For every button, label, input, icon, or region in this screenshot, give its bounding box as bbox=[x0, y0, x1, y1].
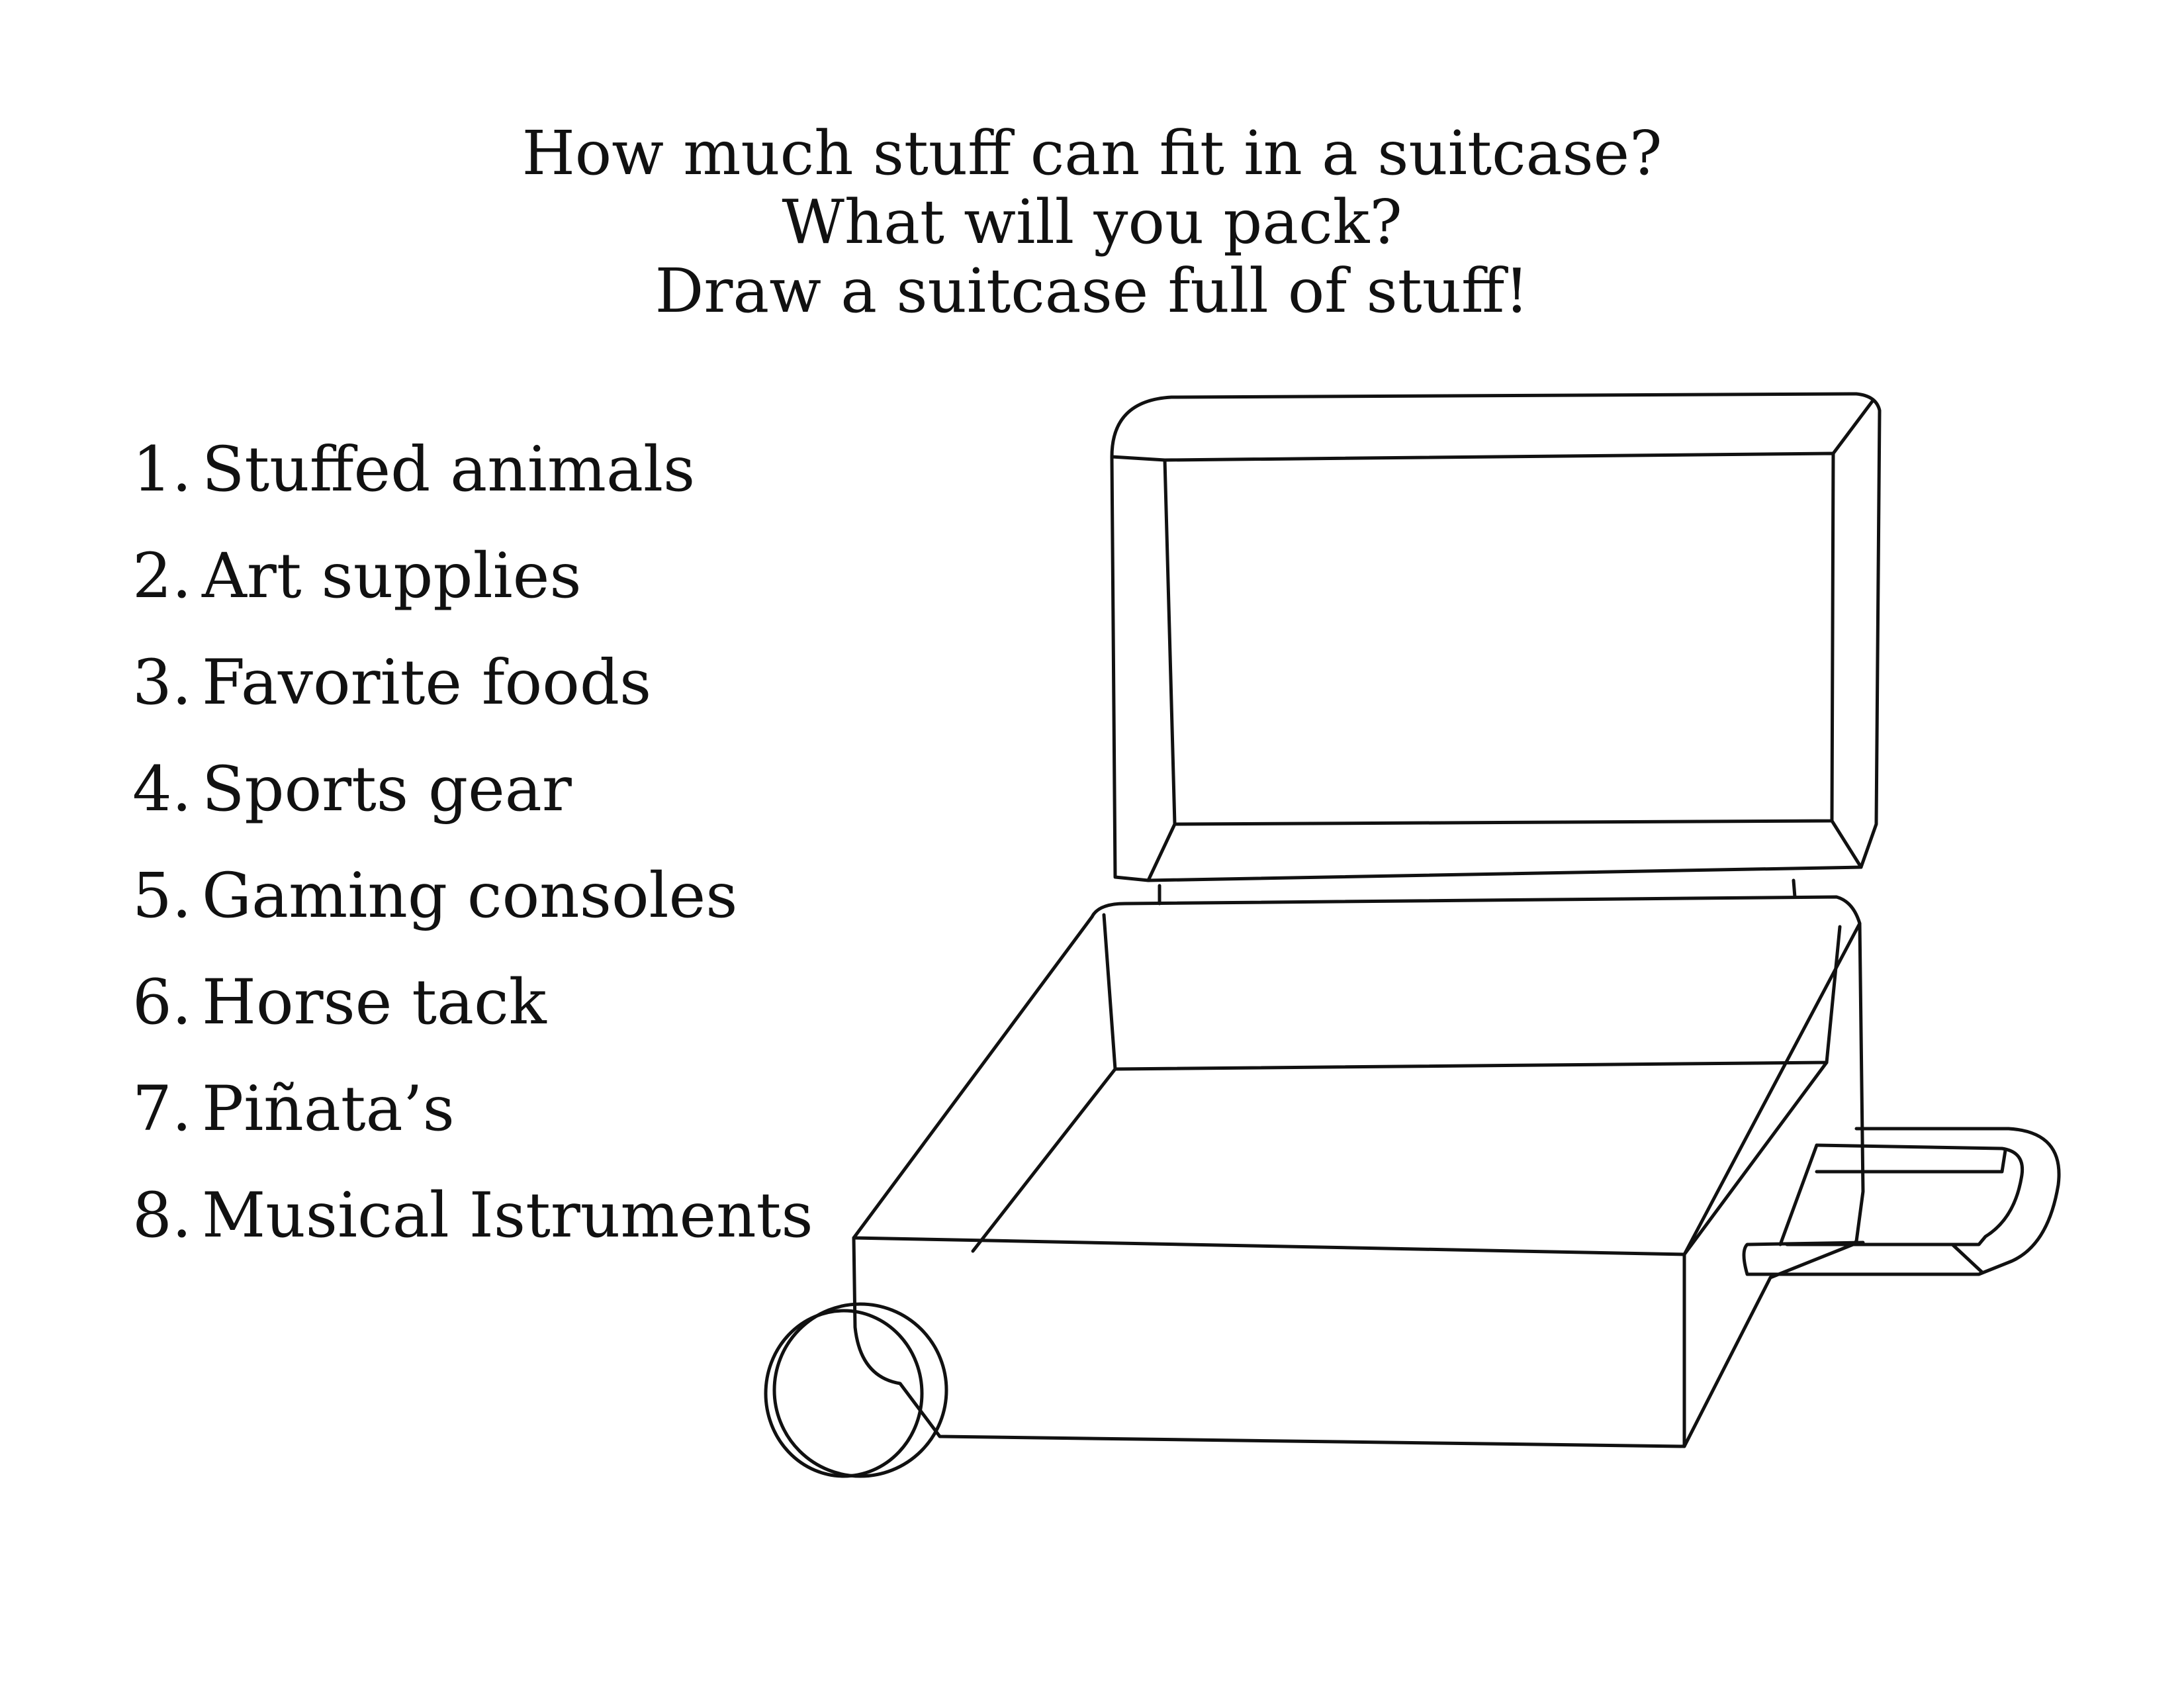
list-item-number: 8. bbox=[132, 1180, 192, 1252]
list-item: 6.Horse tack bbox=[132, 963, 813, 1070]
list-item-label: Art supplies bbox=[202, 540, 582, 612]
list-item-label: Piñata’s bbox=[202, 1073, 455, 1145]
handle-inner-bar-bottom bbox=[1950, 1243, 1984, 1274]
list-item-number: 3. bbox=[132, 647, 192, 719]
lid-inner-panel bbox=[1163, 451, 1835, 826]
list-item-label: Favorite foods bbox=[202, 647, 652, 719]
handle-side bbox=[1778, 1143, 1819, 1246]
lid-bevel-top-left bbox=[1110, 455, 1167, 462]
handle-inner bbox=[1785, 1143, 2025, 1246]
base-rim bbox=[852, 895, 1862, 1256]
list-item-number: 6. bbox=[132, 966, 192, 1039]
base-inner-floor-edge-right bbox=[1682, 1060, 1829, 1256]
lid-bevel-top-right bbox=[1831, 399, 1875, 455]
handle-inner-bar-top bbox=[1815, 1149, 2007, 1174]
list-item-number: 2. bbox=[132, 540, 192, 612]
list-item: 3.Favorite foods bbox=[132, 643, 813, 750]
list-item-number: 1. bbox=[132, 434, 192, 506]
lid-outer-rim bbox=[1110, 392, 1882, 882]
heading: How much stuff can fit in a suitcase? Wh… bbox=[0, 119, 2184, 326]
handle-outer bbox=[1742, 1127, 2061, 1276]
heading-line-3: Draw a suitcase full of stuff! bbox=[655, 256, 1529, 326]
list-item: 7.Piñata’s bbox=[132, 1070, 813, 1176]
list-item: 4.Sports gear bbox=[132, 750, 813, 857]
wheel-front bbox=[764, 1309, 924, 1478]
list-item-number: 5. bbox=[132, 860, 192, 932]
list-item-label: Musical Istruments bbox=[202, 1180, 813, 1252]
packing-list: 1.Stuffed animals 2.Art supplies 3.Favor… bbox=[132, 430, 813, 1283]
list-item: 8.Musical Istruments bbox=[132, 1176, 813, 1283]
list-item-label: Gaming consoles bbox=[202, 860, 738, 932]
heading-line-2: What will you pack? bbox=[782, 187, 1402, 258]
lid-bevel-bottom-left bbox=[1146, 822, 1177, 882]
list-item-number: 4. bbox=[132, 753, 192, 825]
base-front-face bbox=[852, 1236, 1686, 1448]
list-item: 5.Gaming consoles bbox=[132, 857, 813, 963]
hinge-right bbox=[1792, 878, 1797, 899]
base-inner-back-wall bbox=[1102, 913, 1842, 1071]
list-item: 2.Art supplies bbox=[132, 537, 813, 643]
base-right-side bbox=[1682, 921, 1865, 1448]
list-item-label: Stuffed animals bbox=[202, 434, 696, 506]
list-item-number: 7. bbox=[132, 1073, 192, 1145]
list-item: 1.Stuffed animals bbox=[132, 430, 813, 537]
wheel-back bbox=[772, 1302, 948, 1478]
base-inner-floor-edge bbox=[971, 1067, 1117, 1253]
lid-bevel-bottom-right bbox=[1830, 819, 1863, 869]
list-item-label: Horse tack bbox=[202, 966, 547, 1039]
list-item-label: Sports gear bbox=[202, 753, 572, 825]
heading-line-1: How much stuff can fit in a suitcase? bbox=[522, 118, 1662, 189]
